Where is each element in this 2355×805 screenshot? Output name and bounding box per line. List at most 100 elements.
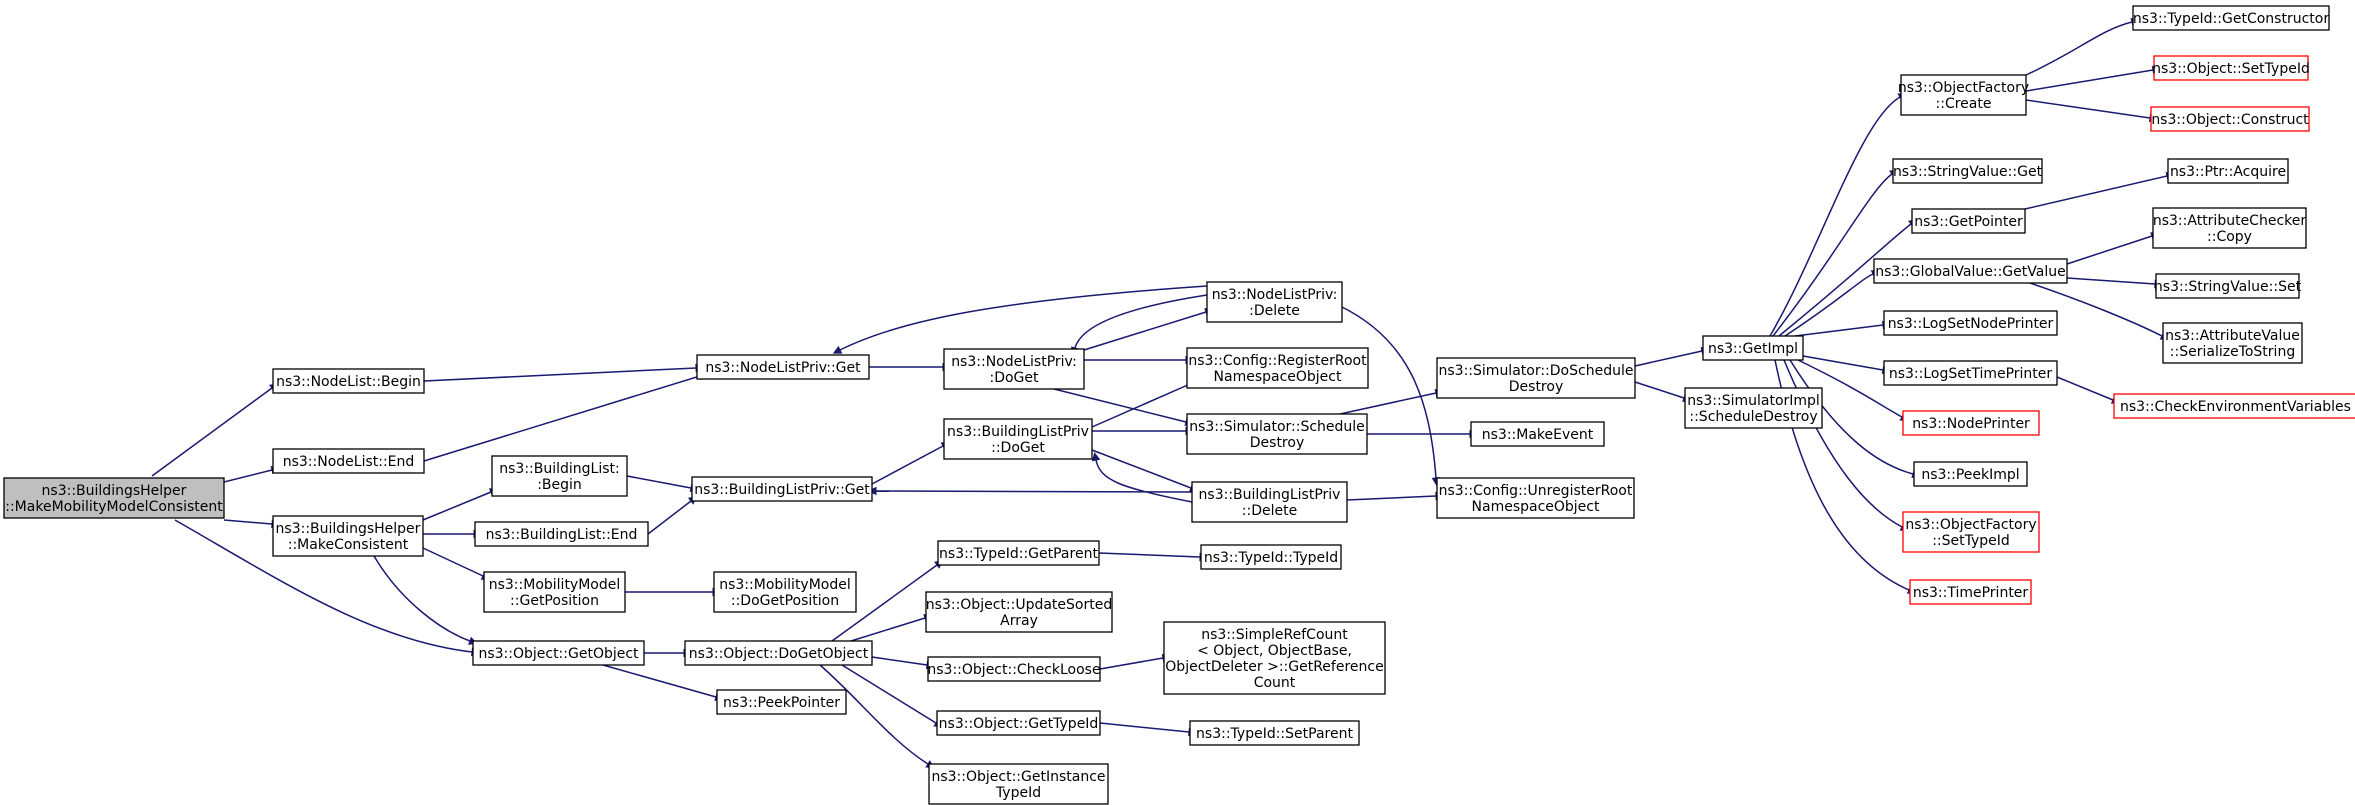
node-nlbegin[interactable]: ns3::NodeList::Begin xyxy=(272,368,425,394)
node-label: NamespaceObject xyxy=(1472,499,1600,515)
node-gvgetvalue[interactable]: ns3::GlobalValue::GetValue xyxy=(1873,258,2068,284)
node-timeprinter[interactable]: ns3::TimePrinter xyxy=(1909,579,2032,605)
node-strvalget[interactable]: ns3::StringValue::Get xyxy=(1892,158,2043,184)
node-attrvalser[interactable]: ns3::AttributeValue::SerializeToString xyxy=(2162,322,2303,364)
node-label: ns3::BuildingList: xyxy=(499,461,620,477)
node-peekimpl[interactable]: ns3::PeekImpl xyxy=(1913,461,2028,487)
call-edge xyxy=(1802,355,1884,371)
node-box xyxy=(1902,511,2040,553)
node-blpget[interactable]: ns3::BuildingListPriv::Get xyxy=(691,476,873,502)
node-label: Destroy xyxy=(1250,435,1304,451)
node-root[interactable]: ns3::BuildingsHelper::MakeMobilityModelC… xyxy=(3,477,225,519)
node-box xyxy=(943,418,1093,460)
node-label: ns3::NodeListPriv: xyxy=(1212,287,1338,303)
node-makeevent[interactable]: ns3::MakeEvent xyxy=(1470,421,1605,447)
node-nodeprinter[interactable]: ns3::NodePrinter xyxy=(1902,410,2040,436)
call-edge xyxy=(1074,294,1208,349)
node-tidsetparent[interactable]: ns3::TypeId::SetParent xyxy=(1189,720,1360,746)
call-edges xyxy=(151,17,2175,769)
node-nlpget[interactable]: ns3::NodeListPriv::Get xyxy=(696,354,870,380)
node-mmgetpos[interactable]: ns3::MobilityModel::GetPosition xyxy=(483,571,626,613)
node-attrchkcopy[interactable]: ns3::AttributeChecker::Copy xyxy=(2152,207,2307,249)
node-label: ns3::Config::RegisterRoot xyxy=(1188,353,1367,369)
node-label: ::Create xyxy=(1936,96,1992,112)
call-edge xyxy=(1099,657,1164,670)
node-simsched[interactable]: ns3::Simulator::ScheduleDestroy xyxy=(1186,413,1368,455)
node-label: ::Copy xyxy=(2207,229,2252,245)
node-box xyxy=(1186,413,1368,455)
node-checkenv[interactable]: ns3::CheckEnvironmentVariables xyxy=(2113,393,2355,419)
call-edge xyxy=(871,445,944,485)
node-objcheckloose[interactable]: ns3::Object::CheckLoose xyxy=(927,656,1101,682)
node-label: ns3::StringValue::Get xyxy=(1893,164,2043,180)
node-label: ns3::Object::Construct xyxy=(2151,112,2309,128)
node-bhmc[interactable]: ns3::BuildingsHelper::MakeConsistent xyxy=(272,515,424,557)
node-box xyxy=(2167,158,2289,184)
node-nlend[interactable]: ns3::NodeList::End xyxy=(272,448,425,474)
node-objconstruct[interactable]: ns3::Object::Construct xyxy=(2150,106,2310,132)
node-label: ns3::NodeList::End xyxy=(283,454,415,470)
node-tidgetparent[interactable]: ns3::TypeId::GetParent xyxy=(937,540,1100,566)
call-edge xyxy=(850,617,926,642)
call-edge xyxy=(1634,381,1685,399)
call-edge xyxy=(2056,376,2114,401)
node-label: ns3::NodeListPriv: xyxy=(951,354,1077,370)
node-simimplsched[interactable]: ns3::SimulatorImpl::ScheduleDestroy xyxy=(1684,387,1823,429)
node-objfactcreate[interactable]: ns3::ObjectFactory::Create xyxy=(1898,74,2029,116)
node-box xyxy=(1913,461,2028,487)
node-logsettime[interactable]: ns3::LogSetTimePrinter xyxy=(1883,360,2058,386)
node-nlpdoget[interactable]: ns3::NodeListPriv::DoGet xyxy=(943,348,1085,390)
node-ptracquire[interactable]: ns3::Ptr::Acquire xyxy=(2167,158,2289,184)
node-tidtypeid[interactable]: ns3::TypeId::TypeId xyxy=(1200,544,1342,570)
call-edge xyxy=(1784,273,1874,337)
call-edge xyxy=(1339,305,1437,479)
node-box xyxy=(2150,106,2310,132)
call-edge xyxy=(871,656,928,666)
call-edge xyxy=(1346,495,1437,501)
node-label: ns3::SimpleRefCount xyxy=(1201,627,1348,643)
node-objdogetobj[interactable]: ns3::Object::DoGetObject xyxy=(684,640,873,666)
arrowhead xyxy=(832,345,843,354)
call-edge xyxy=(647,500,692,535)
call-edge xyxy=(423,375,701,462)
node-box xyxy=(2155,273,2300,299)
node-getimpl[interactable]: ns3::GetImpl xyxy=(1702,335,1804,361)
node-objsettid[interactable]: ns3::Object::SetTypeId xyxy=(2152,55,2310,81)
call-edge xyxy=(1095,459,1193,503)
node-label: Destroy xyxy=(1509,379,1563,395)
node-mmdogetpos[interactable]: ns3::MobilityModel::DoGetPosition xyxy=(713,571,857,613)
node-objgetobj[interactable]: ns3::Object::GetObject xyxy=(472,640,645,666)
node-blpdoget[interactable]: ns3::BuildingListPriv::DoGet xyxy=(943,418,1093,460)
node-strvalset[interactable]: ns3::StringValue::Set xyxy=(2154,273,2302,299)
node-label: Array xyxy=(1000,613,1038,629)
node-srcgetref[interactable]: ns3::SimpleRefCount< Object, ObjectBase,… xyxy=(1163,621,1386,695)
node-box xyxy=(1873,258,2068,284)
call-edge xyxy=(1098,552,1201,558)
call-edge xyxy=(223,469,273,483)
node-label: ::DoGetPosition xyxy=(731,593,839,609)
node-blpdelete[interactable]: ns3::BuildingListPriv::Delete xyxy=(1191,481,1348,523)
call-edge xyxy=(2025,21,2133,76)
node-ofsettid[interactable]: ns3::ObjectFactory::SetTypeId xyxy=(1902,511,2040,553)
node-box xyxy=(1684,387,1823,429)
node-getpointer[interactable]: ns3::GetPointer xyxy=(1911,208,2026,234)
call-edge xyxy=(1339,392,1437,415)
arrowhead xyxy=(1091,452,1101,462)
node-objgettid[interactable]: ns3::Object::GetTypeId xyxy=(936,710,1101,736)
node-label: ns3::Object::GetObject xyxy=(478,646,639,662)
node-logsetnode[interactable]: ns3::LogSetNodePrinter xyxy=(1883,310,2058,336)
node-cfgunreg[interactable]: ns3::Config::UnregisterRootNamespaceObje… xyxy=(1436,477,1635,519)
node-box xyxy=(1186,347,1369,389)
node-box xyxy=(1909,579,2032,605)
node-label: ns3::NodeListPriv::Get xyxy=(705,360,861,376)
node-peekptr[interactable]: ns3::PeekPointer xyxy=(716,689,847,715)
node-nlpdelete[interactable]: ns3::NodeListPriv::Delete xyxy=(1206,281,1343,323)
node-tidgetctor[interactable]: ns3::TypeId::GetConstructor xyxy=(2132,5,2330,31)
node-blend[interactable]: ns3::BuildingList::End xyxy=(474,521,649,547)
node-blbegin[interactable]: ns3::BuildingList::Begin xyxy=(491,455,628,497)
node-label: ::Delete xyxy=(1242,503,1297,519)
